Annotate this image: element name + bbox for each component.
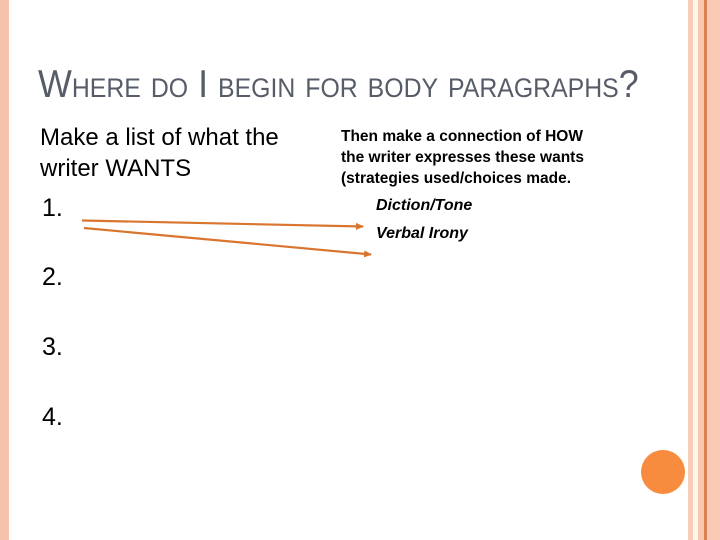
list-number-3: 3. <box>42 333 63 361</box>
right-column-intro: Then make a connection of HOW the writer… <box>341 126 584 189</box>
right-intro-line-3: (strategies used/choices made. <box>341 170 572 187</box>
right-stripe-1 <box>688 0 693 540</box>
list-number-4: 4. <box>42 403 63 431</box>
right-intro-line-1: Then make a connection of HOW <box>341 128 583 145</box>
left-column-intro: Make a list of what the writer WANTS <box>40 122 279 184</box>
right-stripe-2 <box>698 0 704 540</box>
slide-title: Where do I begin for body paragraphs? <box>38 63 639 106</box>
left-accent-bar <box>0 0 9 540</box>
left-intro-line-1: Make a list of what the <box>40 124 279 151</box>
connection-arrow-2 <box>83 226 372 258</box>
strategy-verbal-irony: Verbal Irony <box>376 225 468 242</box>
right-intro-line-2: the writer expresses these wants <box>341 149 584 166</box>
right-stripe-gap <box>693 0 698 540</box>
strategy-diction-tone: Diction/Tone <box>376 197 473 214</box>
right-stripe-dark-line <box>704 0 707 540</box>
left-intro-line-2: writer WANTS <box>40 155 192 182</box>
connection-arrow-1 <box>81 219 364 230</box>
decorative-circle <box>641 450 685 494</box>
list-number-1: 1. <box>42 194 63 222</box>
right-stripe-3 <box>707 0 720 540</box>
list-number-2: 2. <box>42 263 63 291</box>
